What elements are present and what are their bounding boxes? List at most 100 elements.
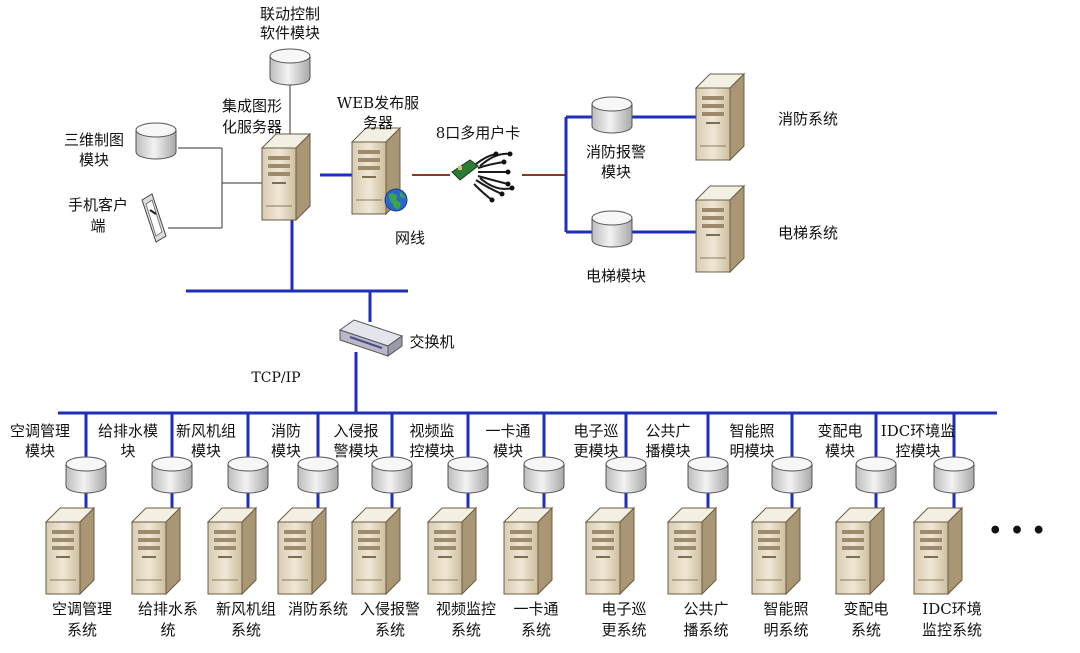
system-label: 明系统: [763, 621, 808, 639]
system-server-icon: [667, 507, 717, 595]
module-label: 模块: [25, 442, 55, 460]
module-label: 一卡通: [485, 422, 530, 440]
module-label: 入侵报: [333, 422, 378, 440]
fire-alarm-label-1: 消防报警: [586, 143, 646, 161]
module-db-icon: [371, 456, 413, 494]
threed-label-2: 模块: [79, 151, 109, 169]
module-db-icon: [65, 456, 107, 494]
web-label-2: 务器: [363, 114, 393, 132]
more-ellipsis: • • •: [988, 518, 1046, 544]
system-label: 视频监控: [436, 600, 496, 618]
module-db-icon: [523, 456, 565, 494]
module-label: 新风机组: [176, 422, 236, 440]
system-label: 空调管理: [52, 600, 112, 618]
module-db-icon: [687, 456, 729, 494]
system-label: 智能照: [763, 600, 808, 618]
card-label: 8口多用户卡: [436, 124, 521, 142]
system-label: 监控系统: [922, 621, 982, 639]
mobile-label-2: 端: [90, 217, 105, 235]
fire-alarm-db-icon: [591, 96, 633, 134]
system-server-icon: [131, 507, 181, 595]
subsystems: 空调管理模块空调管理系统给排水模块给排水系统新风机组模块新风机组系统消防模块消防…: [10, 413, 982, 639]
module-label: 空调管理: [10, 422, 70, 440]
multiport-card-icon: [451, 151, 515, 203]
module-label: 块: [120, 442, 135, 460]
module-label: 给排水模: [98, 422, 158, 440]
system-label: 给排水系: [138, 600, 198, 618]
system-server-icon: [427, 507, 477, 595]
right-branch-bus: [564, 115, 696, 234]
module-label: 更模块: [573, 442, 618, 460]
system-label: 变配电: [843, 600, 888, 618]
network-cable-label: 网线: [395, 229, 425, 247]
module-label: 模块: [825, 442, 855, 460]
module-db-icon: [447, 456, 489, 494]
system-server-icon: [503, 507, 553, 595]
module-db-icon: [297, 456, 339, 494]
module-label: 公共广: [645, 422, 690, 440]
elevator-db-icon: [591, 210, 633, 248]
system-label: 更系统: [601, 621, 646, 639]
fire-system-label: 消防系统: [778, 110, 838, 128]
system-server-icon: [207, 507, 257, 595]
system-label: IDC环境: [922, 600, 981, 618]
system-label: 新风机组: [216, 600, 276, 618]
elevator-module-label: 电梯模块: [586, 267, 646, 285]
module-db-icon: [605, 456, 647, 494]
system-label: 系统: [231, 621, 261, 639]
threed-label-1: 三维制图: [64, 131, 124, 149]
system-label: 电子巡: [601, 600, 646, 618]
system-server-icon: [45, 507, 95, 595]
module-label: 模块: [191, 442, 221, 460]
module-label: 模块: [271, 442, 301, 460]
mobile-phone-icon: [141, 193, 167, 243]
module-label: 控模块: [895, 442, 940, 460]
mobile-label-1: 手机客户: [68, 196, 128, 214]
system-label: 系统: [851, 621, 881, 639]
linkage-label-1: 联动控制: [260, 5, 320, 23]
integrated-label-2: 化服务器: [222, 118, 282, 136]
integrated-label-1: 集成图形: [222, 97, 282, 115]
network-switch-icon: [338, 319, 404, 357]
module-label: 变配电: [817, 422, 862, 440]
system-label: 系统: [67, 621, 97, 639]
module-label: 播模块: [645, 442, 690, 460]
fire-alarm-label-2: 模块: [601, 163, 631, 181]
system-label: 公共广: [683, 600, 728, 618]
module-db-icon: [227, 456, 269, 494]
threed-db-icon: [135, 122, 177, 160]
module-label: IDC环境监: [881, 422, 955, 440]
fire-system-server-icon: [695, 73, 745, 161]
system-label: 一卡通: [513, 600, 558, 618]
system-label: 系统: [375, 621, 405, 639]
system-server-icon: [835, 507, 885, 595]
elevator-system-label: 电梯系统: [778, 224, 838, 242]
system-server-icon: [913, 507, 963, 595]
module-db-icon: [933, 456, 975, 494]
system-label: 播系统: [683, 621, 728, 639]
system-label: 入侵报警: [360, 600, 420, 618]
module-label: 视频监: [409, 422, 454, 440]
module-label: 电子巡: [573, 422, 618, 440]
web-label-1: WEB发布服: [337, 94, 419, 112]
module-db-icon: [771, 456, 813, 494]
module-label: 智能照: [729, 422, 774, 440]
system-server-icon: [351, 507, 401, 595]
switch-label: 交换机: [409, 333, 454, 351]
module-label: 控模块: [409, 442, 454, 460]
top-connections: [168, 85, 291, 229]
system-label: 系统: [451, 621, 481, 639]
tcpip-label: TCP/IP: [251, 370, 300, 386]
linkage-db-icon: [269, 48, 311, 86]
